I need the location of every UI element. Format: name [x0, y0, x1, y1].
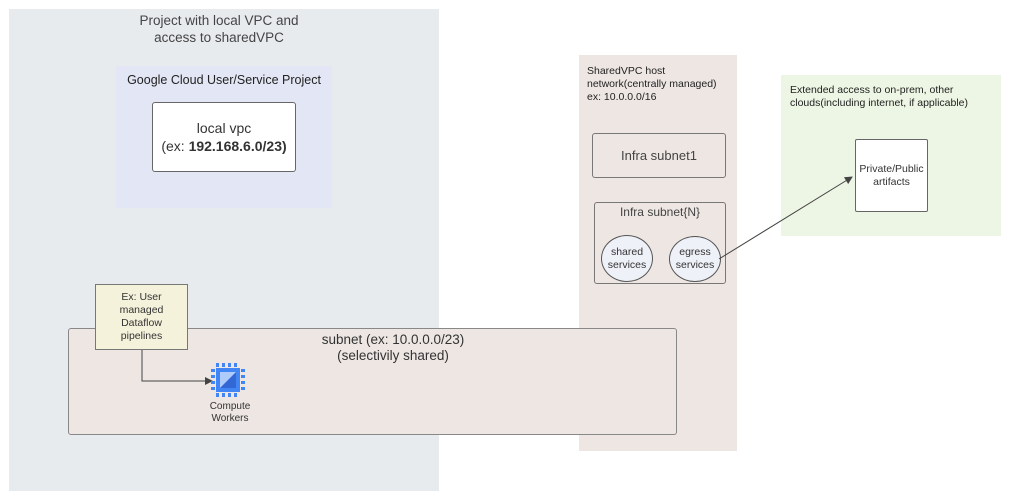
artifacts-line2: artifacts	[873, 175, 910, 188]
local-vpc-box: local vpc (ex: 192.168.6.0/23)	[152, 102, 296, 172]
dataflow-line3: Dataflow	[121, 317, 162, 329]
project-title-line2: access to sharedVPC	[154, 30, 284, 45]
extended-title-line1: Extended access to on-prem, other	[790, 84, 954, 96]
dataflow-pipelines-note: Ex: User managed Dataflow pipelines	[95, 284, 188, 350]
compute-workers-label: Compute Workers	[196, 401, 264, 425]
project-title: Project with local VPC and access to sha…	[9, 12, 429, 46]
artifacts-box: Private/Public artifacts	[855, 139, 928, 212]
infra-subnetN-label: Infra subnet{N}	[619, 205, 701, 219]
egress-services-line1: egress	[679, 246, 711, 258]
dataflow-line1: Ex: User	[121, 291, 162, 303]
project-title-line1: Project with local VPC and	[139, 13, 299, 28]
shared-host-title-line2: network(centrally managed)	[587, 78, 717, 90]
shared-services-line2: services	[607, 258, 647, 271]
subnet-title-line1: subnet (ex: 10.0.0.0/23)	[321, 332, 465, 347]
dataflow-to-compute-arrow	[141, 350, 213, 385]
egress-to-artifacts-arrow	[718, 176, 853, 260]
egress-services-node: egress services	[669, 236, 721, 282]
compute-line1: Compute	[209, 401, 251, 412]
gcp-project-title: Google Cloud User/Service Project	[127, 73, 321, 87]
shared-host-title-line1: SharedVPC host	[587, 65, 666, 77]
extended-access-title: Extended access to on-prem, other clouds…	[790, 84, 995, 110]
local-vpc-range: (ex: 192.168.6.0/23)	[161, 137, 286, 155]
subnet-title: subnet (ex: 10.0.0.0/23) (selectivily sh…	[68, 332, 718, 364]
compute-engine-chip-icon	[211, 363, 245, 397]
local-vpc-label: local vpc	[196, 120, 252, 136]
shared-services-line1: shared	[610, 245, 644, 258]
local-vpc-range-prefix: (ex:	[161, 138, 189, 154]
shared-services-node: shared services	[601, 235, 653, 282]
extended-title-line2: clouds(including internet, if applicable…	[790, 97, 969, 109]
egress-services-line2: services	[675, 259, 715, 271]
shared-vpc-host-title: SharedVPC host network(centrally managed…	[587, 65, 737, 104]
artifacts-line1: Private/Public	[859, 162, 924, 175]
dataflow-line2: managed	[119, 304, 164, 316]
infra-subnet1-box: Infra subnet1	[592, 133, 726, 178]
compute-line2: Workers	[211, 413, 249, 424]
shared-host-title-line3: ex: 10.0.0.0/16	[587, 91, 657, 103]
local-vpc-range-value: 192.168.6.0/23)	[188, 138, 287, 154]
subnet-title-line2: (selectivily shared)	[337, 348, 449, 363]
dataflow-line4: pipelines	[120, 330, 163, 342]
infra-subnetN-box	[594, 202, 726, 284]
